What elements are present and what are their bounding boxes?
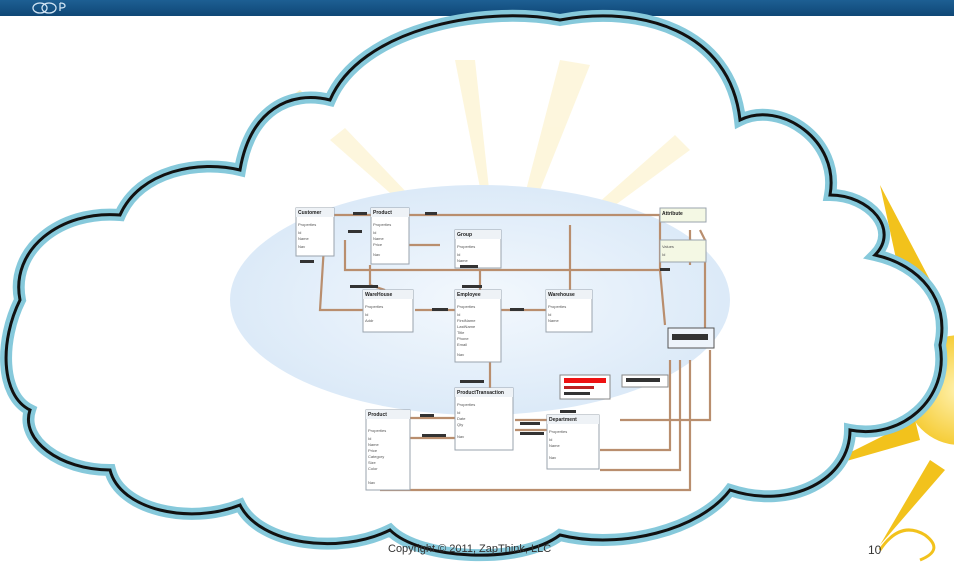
legend-box — [621, 374, 669, 388]
svg-text:Properties: Properties — [457, 244, 475, 249]
svg-text:Color: Color — [368, 466, 378, 471]
table-title: WareHouse — [365, 292, 393, 298]
svg-text:Properties: Properties — [548, 304, 566, 309]
svg-text:Name: Name — [548, 318, 559, 323]
svg-text:Id: Id — [457, 312, 460, 317]
svg-text:Nav: Nav — [457, 434, 464, 439]
entity-table: Product Properties Id Name Price Categor… — [365, 409, 411, 491]
svg-text:Nav: Nav — [368, 480, 375, 485]
legend-box — [559, 374, 611, 400]
svg-text:Values: Values — [662, 244, 674, 249]
table-title: Employee — [457, 292, 481, 298]
svg-text:Category: Category — [368, 454, 384, 459]
svg-text:FirstName: FirstName — [457, 318, 476, 323]
svg-text:Id: Id — [457, 252, 460, 257]
svg-text:Id: Id — [662, 252, 665, 257]
table-title: Product — [373, 210, 392, 216]
svg-text:Properties: Properties — [368, 428, 386, 433]
svg-text:Name: Name — [549, 443, 560, 448]
svg-text:Name: Name — [457, 258, 468, 263]
svg-text:Size: Size — [368, 460, 377, 465]
svg-text:Date: Date — [457, 416, 466, 421]
svg-text:Properties: Properties — [549, 429, 567, 434]
svg-text:Properties: Properties — [373, 222, 391, 227]
entity-table: Department Properties Id Name Nav — [546, 414, 600, 470]
link-labels — [300, 212, 670, 437]
svg-text:Id: Id — [368, 436, 371, 441]
entity-table: Product Properties Id Name Price Nav — [370, 207, 410, 265]
svg-text:Name: Name — [373, 236, 384, 241]
svg-text:Properties: Properties — [365, 304, 383, 309]
svg-text:Id: Id — [365, 312, 368, 317]
svg-text:Id: Id — [373, 230, 376, 235]
svg-text:Properties: Properties — [298, 222, 316, 227]
svg-text:Properties: Properties — [457, 304, 475, 309]
table-title: Product — [368, 412, 387, 418]
entity-table: Employee Properties Id FirstName LastNam… — [454, 289, 502, 363]
table-title: Department — [549, 417, 577, 423]
table-title: ProductTransaction — [457, 390, 504, 396]
svg-text:LastName: LastName — [457, 324, 476, 329]
svg-text:Price: Price — [368, 448, 378, 453]
svg-text:Title: Title — [457, 330, 465, 335]
svg-text:Email: Email — [457, 342, 467, 347]
svg-text:Name: Name — [298, 236, 309, 241]
svg-text:Name: Name — [368, 442, 379, 447]
table-title: Customer — [298, 210, 321, 216]
svg-text:Nav: Nav — [298, 244, 305, 249]
slide-header-bar — [0, 0, 954, 16]
svg-text:Nav: Nav — [457, 352, 464, 357]
svg-text:Id: Id — [549, 437, 552, 442]
svg-text:Phone: Phone — [457, 336, 469, 341]
copyright-footer: Copyright © 2011, ZapThink, LLC — [388, 543, 552, 555]
entity-table: Customer Properties Id Name Nav — [295, 207, 335, 257]
table-title: Warehouse — [548, 292, 575, 298]
svg-text:Id: Id — [548, 312, 551, 317]
page-number: 10 — [868, 543, 882, 557]
table-title: Attribute — [662, 211, 683, 217]
svg-text:Properties: Properties — [457, 402, 475, 407]
svg-text:Nav: Nav — [549, 455, 556, 460]
svg-text:Price: Price — [373, 242, 383, 247]
entity-table: Attribute Values Id — [659, 207, 707, 263]
entity-table: WareHouse Properties Id Addr — [362, 289, 414, 333]
svg-text:Id: Id — [298, 230, 301, 235]
diagram-tables: Customer Properties Id Name Nav Product … — [295, 207, 715, 491]
entity-table: Group Properties Id Name — [454, 229, 502, 269]
entity-table: ProductTransaction Properties Id Date Qt… — [454, 387, 514, 451]
svg-text:Qty: Qty — [457, 422, 463, 427]
entity-table: Warehouse Properties Id Name — [545, 289, 593, 333]
svg-text:Id: Id — [457, 410, 460, 415]
table-title: Group — [457, 232, 472, 238]
svg-text:Nav: Nav — [373, 252, 380, 257]
zapthink-logo-icon — [32, 2, 66, 14]
svg-text:Addr: Addr — [365, 318, 374, 323]
entity-table — [667, 327, 715, 349]
